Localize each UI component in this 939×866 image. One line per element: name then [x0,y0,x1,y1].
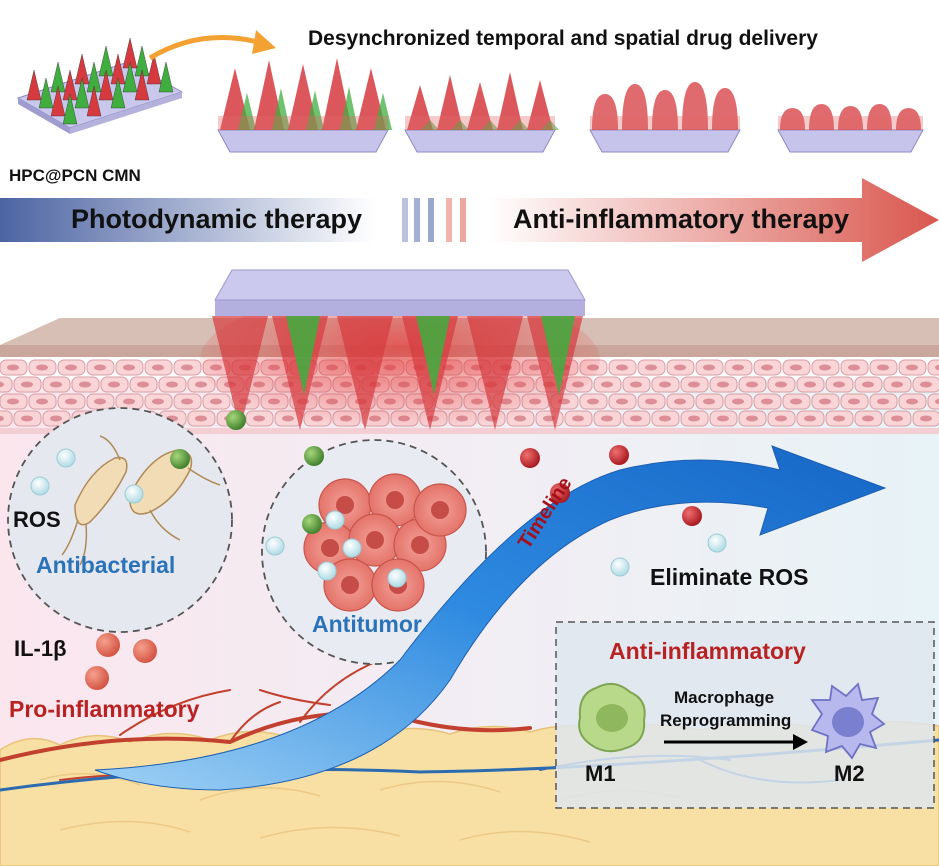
degradation-stages [217,58,924,153]
macrophage-label: Macrophage [674,688,775,707]
page-title: Desynchronized temporal and spatial drug… [308,27,818,50]
process-arrowhead [252,30,276,54]
patch-label: HPC@PCN CMN [9,166,141,185]
il1b-label: IL-1β [14,636,67,661]
antitumor-label: Antitumor [312,611,422,637]
m1-label: M1 [585,761,616,786]
photodynamic-therapy-label: Photodynamic therapy [71,204,363,234]
timeline-arrow [94,445,887,791]
antibacterial-label: Antibacterial [36,552,176,578]
anti-inflammatory-box [555,621,935,809]
eliminate-ros-label: Eliminate ROS [650,564,809,590]
m2-label: M2 [834,761,865,786]
drug-particles [30,410,727,690]
pro-inflammatory-label: Pro-inflammatory [9,696,200,722]
ros-label: ROS [13,507,61,532]
reprogramming-label: Reprogramming [660,711,792,730]
anti-inflammatory-therapy-label: Anti-inflammatory therapy [513,204,850,234]
antitumor-zone [261,439,487,665]
m2-macrophage-icon [810,682,886,760]
m1-macrophage-icon [578,682,646,753]
anti-inflammatory-label: Anti-inflammatory [609,638,806,664]
process-arrow [148,35,259,61]
tumor-cells-icon [303,473,467,612]
reprogramming-arrowhead [793,734,808,750]
therapy-arrow [0,178,939,262]
applied-patch [200,269,600,430]
microneedle-patch [16,37,184,134]
